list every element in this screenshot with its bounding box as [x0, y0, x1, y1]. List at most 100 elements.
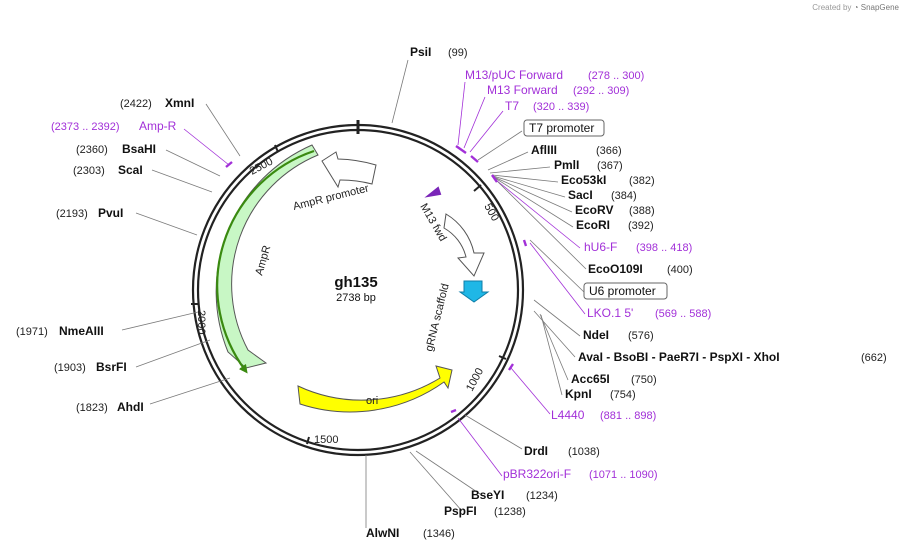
backbone [191, 120, 525, 457]
ampr-promoter-feature[interactable] [321, 151, 377, 189]
external-feature-labels: T7 promoter U6 promoter [523, 119, 668, 300]
leader-bsrfi [135, 339, 211, 368]
primer-hu6f[interactable]: hU6-F [584, 240, 617, 254]
primer-lko1[interactable]: LKO.1 5' [587, 306, 633, 320]
enzyme-pmli-pos: (367) [597, 160, 623, 172]
enzyme-bsahi[interactable]: BsaHI [122, 142, 156, 156]
leader-lko1 [529, 242, 586, 315]
enzyme-ndei-pos: (576) [628, 330, 654, 342]
enzyme-saci[interactable]: SacI [568, 188, 593, 202]
ampr-direction-arrow [216, 149, 315, 374]
enzyme-eco53ki[interactable]: Eco53kI [561, 173, 606, 187]
primer-m13-forward[interactable]: M13 Forward [487, 83, 558, 97]
primer-pbr322ori[interactable]: pBR322ori-F [503, 467, 571, 481]
enzyme-ndei[interactable]: NdeI [583, 328, 609, 342]
enzyme-kpni[interactable]: KpnI [565, 387, 592, 401]
primer-m13-forward-pos: (292 .. 309) [573, 85, 629, 97]
plasmid-size: 2738 bp [336, 292, 376, 304]
plasmid-name: gh135 [334, 274, 377, 291]
enzyme-ecoo109i[interactable]: EcoO109I [588, 262, 643, 276]
primer-hu6f-pos: (398 .. 418) [636, 242, 692, 254]
grna-scaffold-feature[interactable] [458, 280, 490, 303]
enzyme-ecorv-pos: (388) [629, 205, 655, 217]
primer-amp-r[interactable]: Amp-R [139, 119, 177, 133]
enzyme-nmeaiii[interactable]: NmeAIII [59, 324, 104, 338]
primer-mark-pbr322 [450, 408, 457, 414]
enzyme-ecori[interactable]: EcoRI [576, 218, 610, 232]
primer-m13-puc[interactable]: M13/pUC Forward [465, 68, 563, 82]
enzyme-pmli[interactable]: PmlI [554, 158, 579, 172]
u6-promoter-label: U6 promoter [589, 284, 656, 298]
enzyme-scai[interactable]: ScaI [118, 163, 143, 177]
enzyme-bsrfi[interactable]: BsrFI [96, 360, 127, 374]
enzyme-psii[interactable]: PsiI [410, 45, 431, 59]
leader-bsahi [165, 149, 221, 177]
m13-fwd-feature[interactable] [443, 213, 485, 277]
snapgene-logo-icon: ◔ [853, 3, 859, 12]
leader-ecorv [493, 176, 573, 213]
ori-feature[interactable] [297, 365, 453, 413]
enzyme-avai-group-pos: (662) [861, 352, 887, 364]
tick-2500-mark [274, 144, 279, 153]
primer-mark-t7 [470, 155, 479, 163]
enzyme-drdi-pos: (1038) [568, 446, 600, 458]
enzyme-nmeaiii-pos: (1971) [16, 326, 48, 338]
m13-fwd-label: M13 fwd [417, 202, 448, 244]
leader-ecoo109i [496, 180, 587, 270]
credit-text: Created by [812, 3, 852, 12]
enzyme-pvui-pos: (2193) [56, 208, 88, 220]
enzyme-bseyi[interactable]: BseYI [471, 488, 504, 502]
enzyme-pvui[interactable]: PvuI [98, 206, 123, 220]
enzyme-eco53ki-pos: (382) [629, 175, 655, 187]
ori-label: ori [366, 395, 378, 407]
enzyme-xmni-pos: (2422) [120, 98, 152, 110]
primer-pbr322ori-pos: (1071 .. 1090) [589, 469, 658, 481]
enzyme-pspfi[interactable]: PspFI [444, 504, 477, 518]
leader-pvui [135, 212, 198, 236]
leader-psii [391, 59, 409, 124]
enzyme-scai-pos: (2303) [73, 165, 105, 177]
primer-arrow-m13-inner [424, 186, 442, 198]
leader-pmli [489, 166, 551, 174]
enzyme-bsahi-pos: (2360) [76, 144, 108, 156]
t7-promoter-box[interactable] [523, 119, 605, 137]
enzyme-drdi[interactable]: DrdI [524, 444, 548, 458]
tick-1000-mark [498, 355, 507, 360]
leader-m13-forward [463, 96, 486, 149]
leader-kpni [540, 314, 563, 396]
enzyme-ahdi-pos: (1823) [76, 402, 108, 414]
enzyme-ecoo109i-pos: (400) [667, 264, 693, 276]
enzyme-ahdi[interactable]: AhdI [117, 400, 144, 414]
snapgene-credit: Created by ◔ SnapGene [812, 3, 899, 12]
ampr-label: AmpR [253, 244, 273, 277]
leader-lines [121, 59, 587, 528]
enzyme-saci-pos: (384) [611, 190, 637, 202]
enzyme-bsrfi-pos: (1903) [54, 362, 86, 374]
leader-acc65i [539, 313, 569, 381]
enzyme-psii-pos: (99) [448, 47, 468, 59]
ampr-promoter-label: AmpR promoter [292, 182, 371, 213]
enzyme-xmni[interactable]: XmnI [165, 96, 194, 110]
enzyme-afliii-pos: (366) [596, 145, 622, 157]
primer-l4440-pos: (881 .. 898) [600, 410, 656, 422]
primer-t7[interactable]: T7 [505, 99, 519, 113]
t7-promoter-label: T7 promoter [529, 121, 594, 135]
primer-l4440[interactable]: L4440 [551, 408, 585, 422]
leader-bseyi [415, 450, 481, 495]
enzyme-acc65i[interactable]: Acc65I [571, 372, 610, 386]
enzyme-alwni[interactable]: AlwNI [366, 526, 399, 540]
enzyme-labels-left: (1823) AhdI (1903) BsrFI (1971) NmeAIII … [16, 96, 194, 414]
primer-m13-puc-pos: (278 .. 300) [588, 70, 644, 82]
primer-amp-r-pos: (2373 .. 2392) [51, 121, 120, 133]
primer-mark-l4440 [508, 363, 514, 371]
leader-u6-promoter [529, 239, 585, 293]
enzyme-afliii[interactable]: AflIII [531, 143, 557, 157]
leader-nmeaiii [121, 311, 199, 331]
primer-mark-hu6f [491, 174, 498, 183]
u6-promoter-box[interactable] [583, 282, 668, 300]
primer-marks [225, 145, 528, 414]
enzyme-ecorv[interactable]: EcoRV [575, 203, 613, 217]
enzyme-avai-group[interactable]: AvaI - BsoBI - PaeR7I - PspXI - XhoI [578, 350, 780, 364]
grna-scaffold-label: gRNA scaffold [423, 282, 451, 352]
